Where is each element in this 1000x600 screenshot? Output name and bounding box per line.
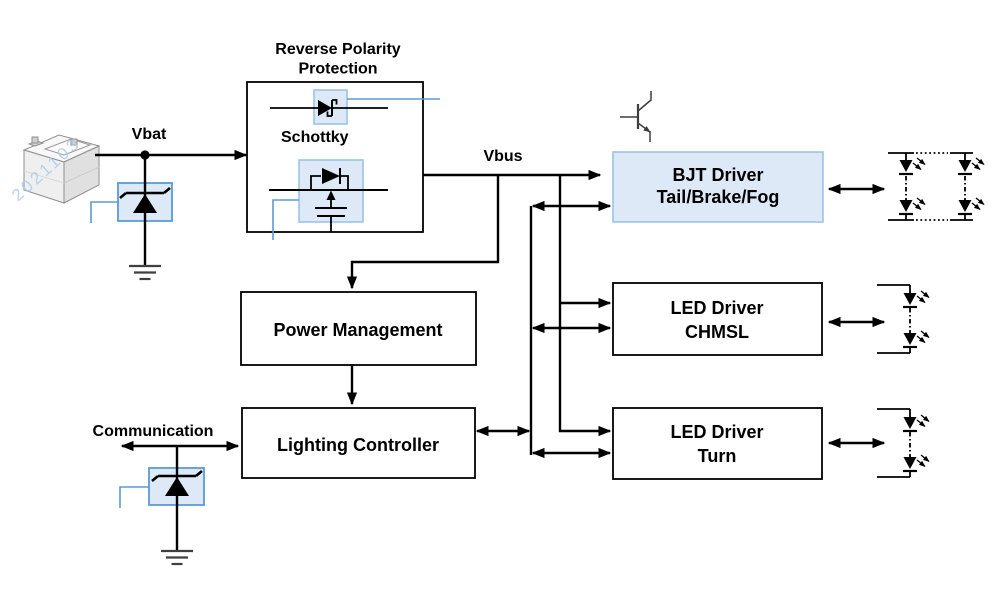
mosfet-icon bbox=[269, 168, 388, 232]
bjt-driver-label-line1: BJT Driver bbox=[672, 165, 763, 185]
bjt-driver-box bbox=[612, 151, 824, 223]
led-driver-turn-label-line2: Turn bbox=[698, 446, 737, 466]
schottky-label: Schottky bbox=[281, 129, 349, 146]
npn-transistor-icon bbox=[620, 91, 652, 142]
rpp-title-line2: Protection bbox=[298, 61, 377, 78]
led-string-chmsl-icon bbox=[877, 284, 929, 354]
wires bbox=[95, 149, 886, 550]
led-driver-chmsl-box bbox=[612, 282, 823, 356]
tvs1-pin-line bbox=[90, 201, 118, 223]
schottky-diode-icon bbox=[270, 99, 388, 117]
led-driver-chmsl-label-line1: LED Driver bbox=[670, 298, 763, 318]
led-driver-chmsl-label-line2: CHMSL bbox=[685, 322, 749, 342]
mosfet-pin-line bbox=[272, 199, 299, 240]
vbat-label: Vbat bbox=[132, 126, 167, 143]
ground2-icon bbox=[159, 549, 195, 566]
lighting-controller-label: Lighting Controller bbox=[277, 435, 439, 455]
led-driver-turn-label-line1: LED Driver bbox=[670, 422, 763, 442]
communication-label: Communication bbox=[93, 423, 214, 440]
rpp-title-line1: Reverse Polarity bbox=[275, 41, 401, 58]
power-management-box bbox=[240, 291, 477, 366]
lighting-controller-box bbox=[241, 407, 476, 479]
ground1-icon bbox=[127, 264, 163, 281]
power-management-label: Power Management bbox=[273, 320, 442, 340]
led-array-2x2-icon bbox=[888, 152, 984, 221]
car-battery-icon bbox=[22, 134, 101, 204]
led-driver-turn-box bbox=[612, 407, 823, 480]
led-string-turn-icon bbox=[877, 408, 929, 478]
vbus-label: Vbus bbox=[483, 148, 522, 165]
tvs2-pin-line bbox=[119, 486, 149, 508]
bjt-driver-label-line2: Tail/Brake/Fog bbox=[657, 187, 780, 207]
